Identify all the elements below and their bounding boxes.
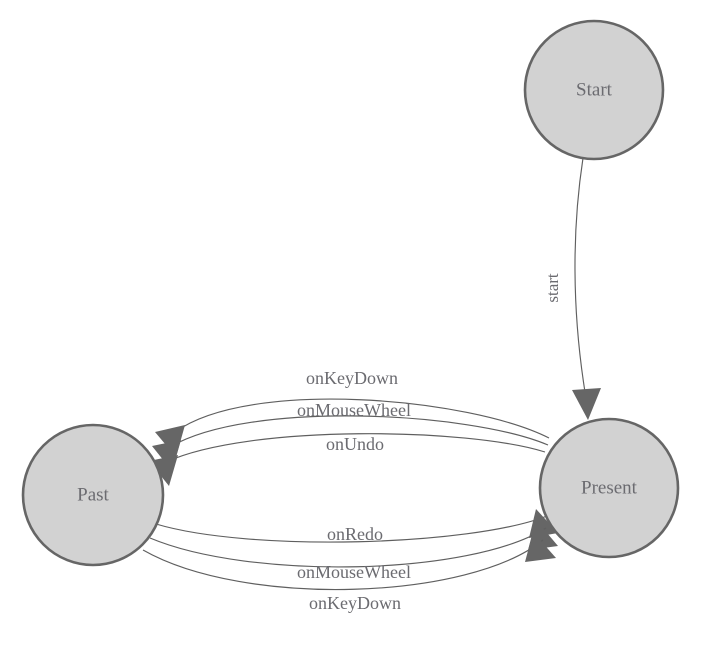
node-past-label: Past	[77, 485, 109, 506]
node-present-circle	[538, 417, 680, 559]
edge-path-start	[574, 157, 586, 393]
edge-label-keydown-to-past: onKeyDown	[306, 368, 398, 388]
edge-label-wheel-to-present: onMouseWheel	[297, 562, 411, 582]
node-start-circle	[523, 19, 665, 161]
node-present[interactable]: Present	[538, 417, 680, 559]
edge-path-wheel-to-present	[149, 527, 547, 568]
edge-path-wheel-to-past	[169, 415, 549, 448]
node-past-circle	[21, 423, 165, 567]
edge-label-undo-to-past: onUndo	[326, 434, 384, 454]
node-present-label: Present	[581, 478, 638, 499]
edge-path-keydown-to-past	[174, 398, 550, 439]
edge-path-undo-to-past	[165, 433, 546, 463]
edge-wheel-to-present[interactable]: onMouseWheel	[149, 520, 558, 582]
edge-label-start: start	[543, 273, 562, 303]
edge-label-keydown-to-present: onKeyDown	[309, 593, 401, 613]
edge-undo-to-past[interactable]: onUndo	[149, 433, 546, 486]
edge-label-redo-to-present: onRedo	[327, 524, 383, 544]
edge-redo-to-present[interactable]: onRedo	[155, 509, 558, 544]
node-start[interactable]: Start	[523, 19, 665, 161]
edge-label-wheel-to-past: onMouseWheel	[297, 400, 411, 420]
edge-keydown-to-present[interactable]: onKeyDown	[142, 532, 556, 613]
edge-start[interactable]: start	[543, 157, 601, 420]
edge-path-keydown-to-present	[142, 539, 544, 591]
arrowhead-start	[572, 388, 601, 420]
edge-path-redo-to-present	[155, 515, 548, 543]
node-start-label: Start	[576, 80, 613, 101]
arrowhead-keydown-to-present	[525, 532, 556, 562]
node-past[interactable]: Past	[21, 423, 165, 567]
